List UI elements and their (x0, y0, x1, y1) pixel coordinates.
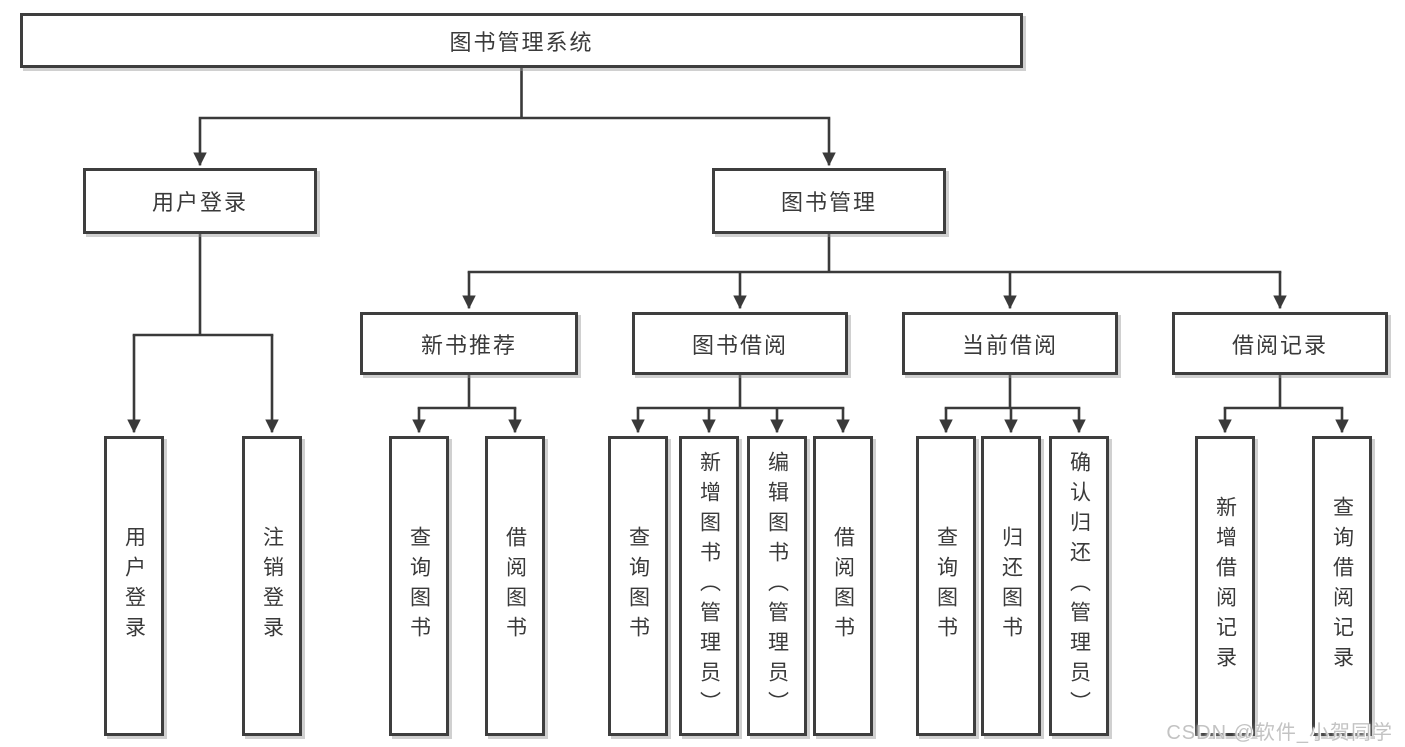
leaf-query-borrow-record: 查询借阅记录 (1312, 436, 1372, 736)
node-current-borrowing: 当前借阅 (902, 312, 1118, 375)
node-library-management-system: 图书管理系统 (20, 13, 1023, 68)
node-book-borrowing: 图书借阅 (632, 312, 848, 375)
leaf-user-login: 用户登录 (104, 436, 164, 736)
leaf-return-book: 归还图书 (981, 436, 1041, 736)
node-user-login: 用户登录 (83, 168, 317, 234)
leaf-add-borrow-record: 新增借阅记录 (1195, 436, 1255, 736)
leaf-query-books-borrowing: 查询图书 (608, 436, 668, 736)
node-borrowing-records: 借阅记录 (1172, 312, 1388, 375)
node-book-management: 图书管理 (712, 168, 946, 234)
leaf-confirm-return-admin: 确认归还（管理员） (1049, 436, 1109, 736)
leaf-add-book-admin: 新增图书（管理员） (679, 436, 739, 736)
node-new-book-recommendation: 新书推荐 (360, 312, 578, 375)
leaf-edit-book-admin: 编辑图书（管理员） (747, 436, 807, 736)
leaf-query-books-recommend: 查询图书 (389, 436, 449, 736)
leaf-logout: 注销登录 (242, 436, 302, 736)
leaf-borrow-books-borrowing: 借阅图书 (813, 436, 873, 736)
leaf-borrow-books-recommend: 借阅图书 (485, 436, 545, 736)
csdn-watermark: CSDN @软件_小贺同学 (1166, 722, 1393, 744)
leaf-query-books-current: 查询图书 (916, 436, 976, 736)
